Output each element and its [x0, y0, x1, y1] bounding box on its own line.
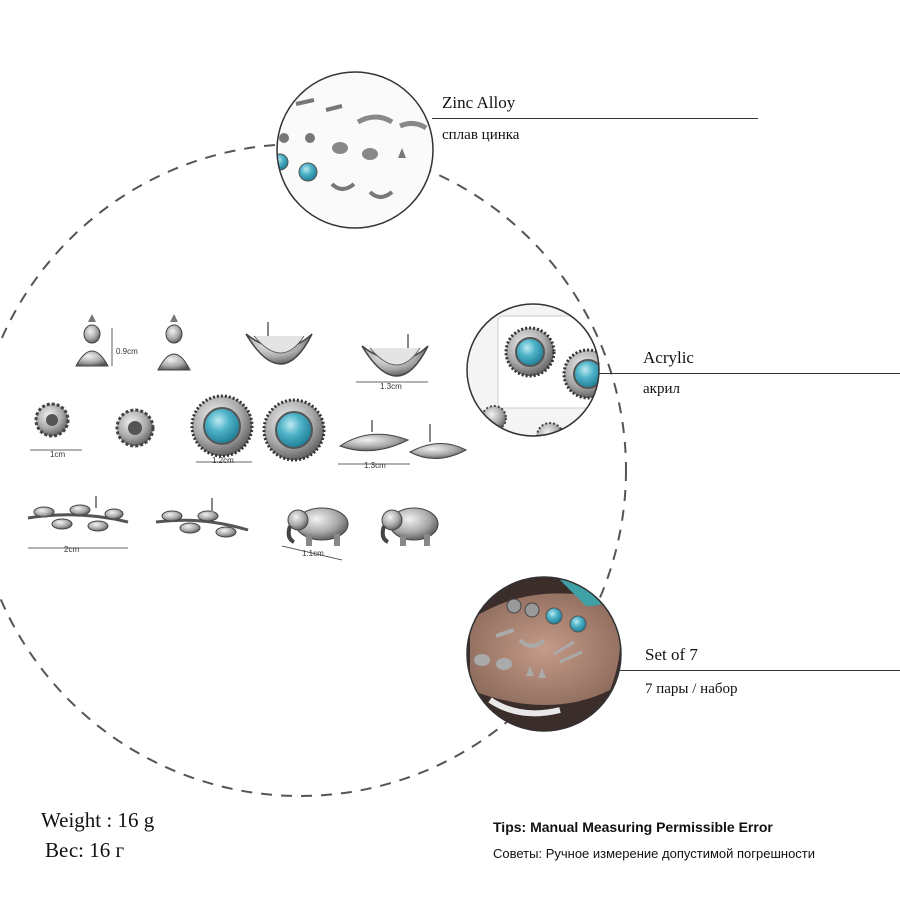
material-label-acrylic-ru: акрил — [643, 381, 680, 397]
feather-earring-2 — [408, 424, 468, 459]
acrylic-detail-circle — [466, 303, 600, 437]
leaf-branch-earring-1 — [27, 496, 129, 532]
dimension-label: 2cm — [64, 545, 79, 554]
tips-label-ru: Советы: Ручное измерение допустимой погр… — [493, 846, 816, 861]
zinc-alloy-detail-circle — [276, 71, 434, 229]
weight-label-ru: Вес: 16 г — [45, 838, 125, 862]
material-label-zinc-ru: сплав цинка — [442, 127, 520, 143]
leaf-branch-earring-2 — [155, 498, 249, 538]
material-label-set-ru: 7 пары / набор — [645, 681, 738, 697]
buddha-earring-1 — [75, 314, 109, 367]
tips-label-en: Tips: Manual Measuring Permissible Error — [493, 819, 773, 835]
material-label-acrylic-en: Acrylic — [643, 348, 694, 367]
buddha-earring-2 — [157, 314, 191, 371]
moon-earring-1 — [245, 322, 313, 365]
dimension-label: 0.9cm — [116, 347, 138, 356]
moon-earring-2 — [361, 334, 429, 377]
turquoise-stud-1 — [190, 394, 254, 458]
dimension-label: 1cm — [50, 450, 65, 459]
dimension-label: 1.3cm — [364, 461, 386, 470]
elephant-earring-2 — [380, 507, 439, 546]
weight-label-en: Weight : 16 g — [41, 808, 155, 832]
feather-earring-1 — [338, 420, 410, 452]
earring-grid — [27, 314, 468, 561]
elephant-earring-1 — [286, 507, 349, 546]
material-label-zinc-en: Zinc Alloy — [442, 93, 516, 112]
callout-line-zinc — [432, 118, 758, 119]
set-of-7-detail-circle — [466, 576, 622, 732]
flower-earring-1 — [34, 402, 70, 438]
callout-line-set — [620, 670, 900, 671]
dimension-label: 1.2cm — [212, 456, 234, 465]
dimension-label: 1.1cm — [302, 549, 324, 558]
flower-earring-2 — [115, 408, 155, 448]
callout-line-acrylic — [598, 373, 900, 374]
turquoise-stud-2 — [262, 398, 326, 462]
dashed-outline-circle — [0, 143, 627, 797]
dimension-label: 1.3cm — [380, 382, 402, 391]
material-label-set-en: Set of 7 — [645, 645, 698, 664]
